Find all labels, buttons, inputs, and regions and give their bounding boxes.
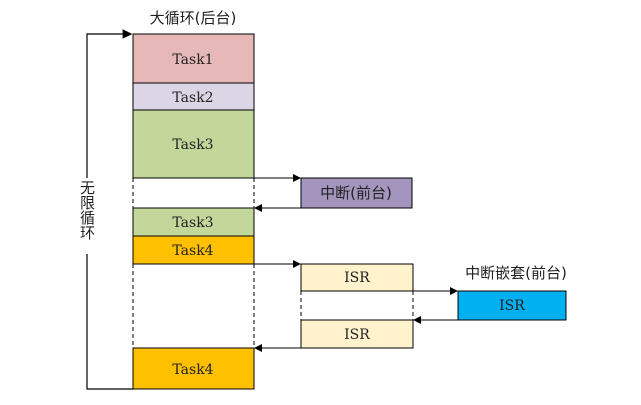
isr-gap-dashes: [300, 291, 414, 320]
nested-label: 中断嵌套(前台): [465, 264, 567, 282]
isr-block: [300, 263, 414, 292]
gap-dashes-2: [132, 264, 255, 348]
interrupt-label: 中断(前台): [320, 184, 392, 202]
gap-dashes-1: [132, 178, 255, 208]
loop-label: 无限循环: [78, 180, 96, 240]
isr-label: ISR: [344, 270, 370, 286]
isr-resume-label: ISR: [344, 327, 370, 343]
task1-label: Task1: [172, 52, 213, 68]
nested-isr-block: [457, 290, 567, 321]
task3-block: [132, 109, 255, 179]
isr-resume-block: [300, 319, 414, 349]
task4-resume-label: Task4: [172, 362, 213, 378]
task3-resume-label: Task3: [172, 215, 213, 231]
task4-block: [132, 235, 255, 265]
task3-label: Task3: [172, 137, 213, 153]
nested-isr-label: ISR: [499, 298, 525, 314]
task1-block: [132, 33, 255, 84]
task4-resume-block: [132, 347, 255, 390]
task2-label: Task2: [172, 90, 213, 106]
interrupt-block: [300, 177, 413, 209]
title: 大循环(后台): [150, 9, 237, 27]
task3-resume-block: [132, 207, 255, 237]
task4-label: Task4: [172, 243, 213, 259]
